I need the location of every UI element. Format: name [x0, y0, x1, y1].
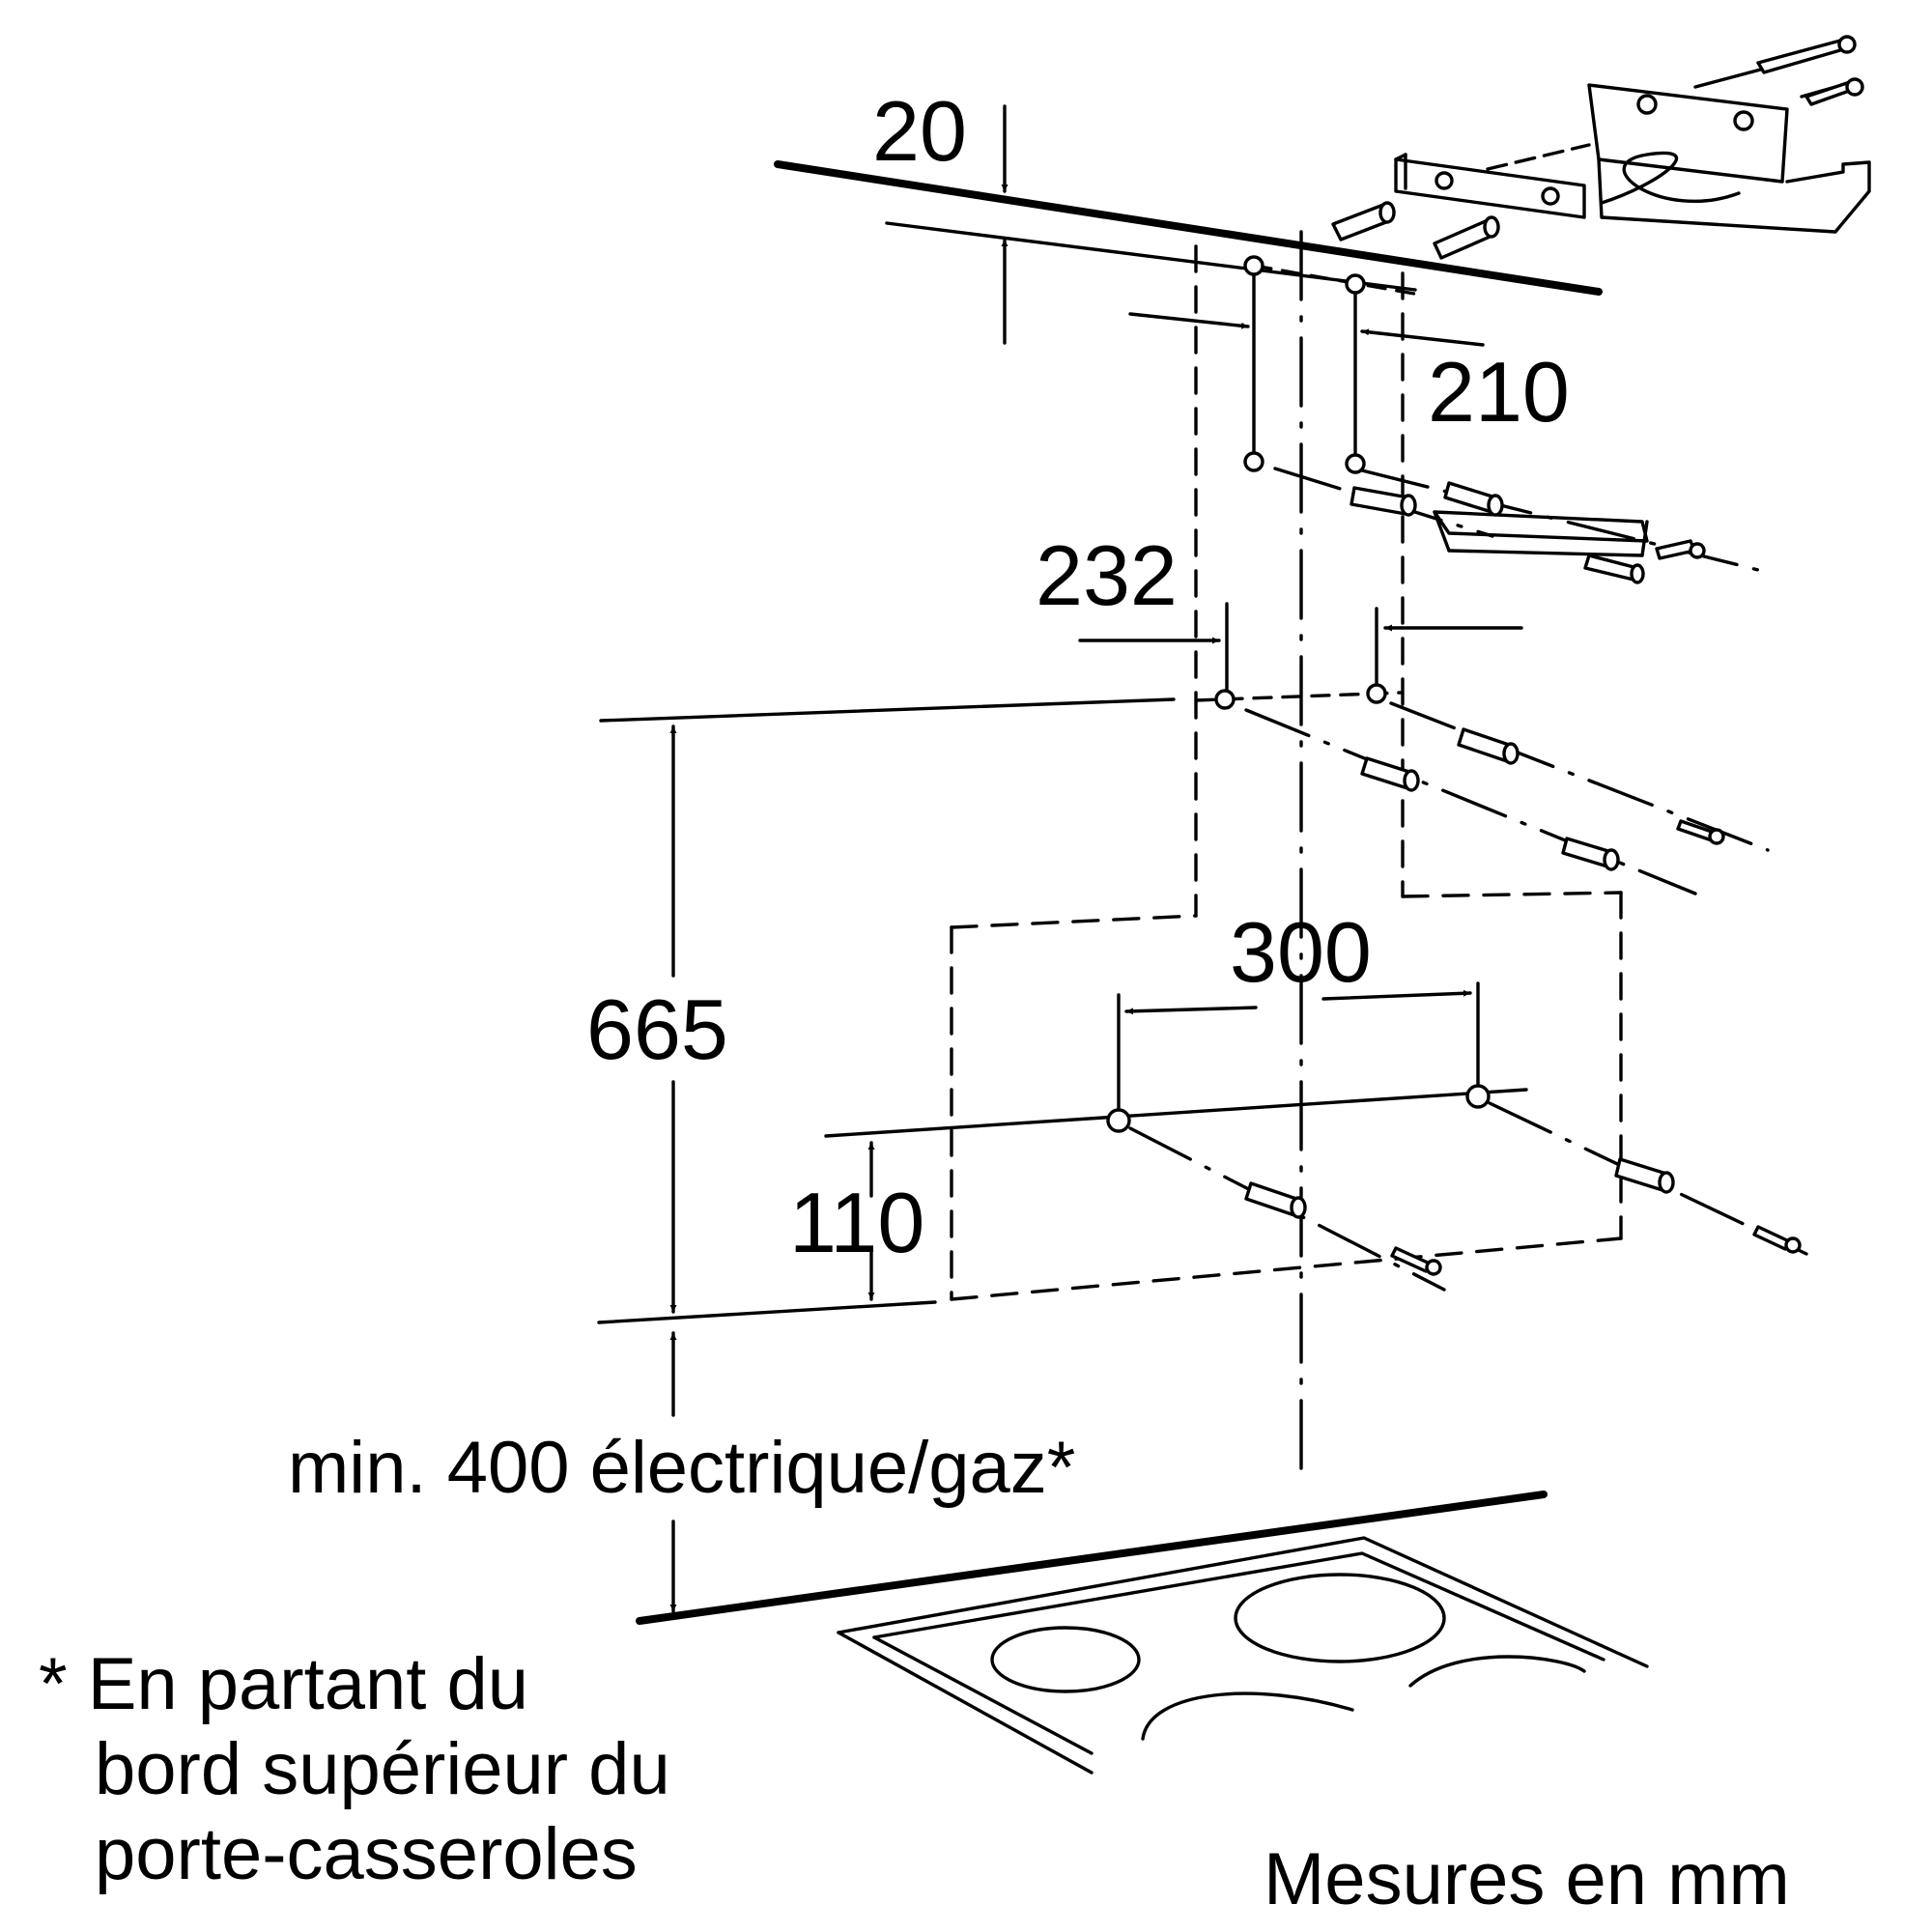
screw-icon: [1390, 35, 1864, 1276]
wall-bracket-icon: [1394, 66, 1871, 234]
dimension-20-label: 20: [872, 83, 967, 179]
hole-row4-left: [1106, 1108, 1131, 1133]
dimension-665-label: 665: [586, 981, 728, 1077]
dim-300-line-right: [1321, 989, 1472, 1001]
footnote: * En partant du bord supérieur du porte-…: [39, 1642, 670, 1897]
footnote-line-3: porte-casseroles: [95, 1813, 638, 1896]
dim-300-line-left: [1124, 1006, 1258, 1015]
hole-row2-right: [1345, 453, 1366, 474]
hood-bottom-edge: [950, 1236, 1623, 1301]
hole-row3-right: [1366, 683, 1387, 704]
dimension-210-label: 210: [1428, 344, 1570, 440]
wall-bracket-middle: [1433, 510, 1649, 557]
hole-top-right: [1345, 273, 1366, 295]
wall-plug-icon: [1244, 201, 1675, 1219]
dimension-300-label: 300: [1230, 904, 1372, 1000]
hole-row2-left: [1243, 451, 1264, 472]
footnote-line-1: * En partant du: [39, 1643, 529, 1725]
dim-210-arrow-right: [1360, 328, 1485, 347]
hole-row4-right: [1465, 1084, 1491, 1109]
hob-icon: [837, 1536, 1649, 1775]
hole-row4-center-line-a: [1128, 1126, 1446, 1292]
dimension-110-label: 110: [789, 1175, 925, 1270]
hole-row3-center-line-a: [1244, 708, 1697, 895]
chimney-upper-bottom-edge: [1401, 891, 1623, 898]
ceiling-line: [774, 160, 1603, 296]
units-caption: Mesures en mm: [1264, 1838, 1790, 1920]
hole-row-1-line: [1252, 264, 1422, 297]
hole-row4-line: [824, 1088, 1528, 1138]
hood-top-edge: [950, 914, 1198, 929]
hole-row3-left: [1214, 689, 1236, 710]
hole-top-left: [1243, 255, 1264, 276]
footnote-line-2: bord supérieur du: [95, 1728, 670, 1811]
reference-line-mid: [599, 697, 1176, 723]
hob-surface-line: [636, 1491, 1548, 1625]
clearance-note: min. 400 électrique/gaz*: [288, 1427, 1076, 1509]
reference-line-bottom: [597, 1300, 937, 1324]
hole-row3-center-line-b: [1389, 701, 1770, 852]
dimension-232-label: 232: [1036, 527, 1178, 623]
dim-210-arrow-left: [1128, 312, 1250, 329]
